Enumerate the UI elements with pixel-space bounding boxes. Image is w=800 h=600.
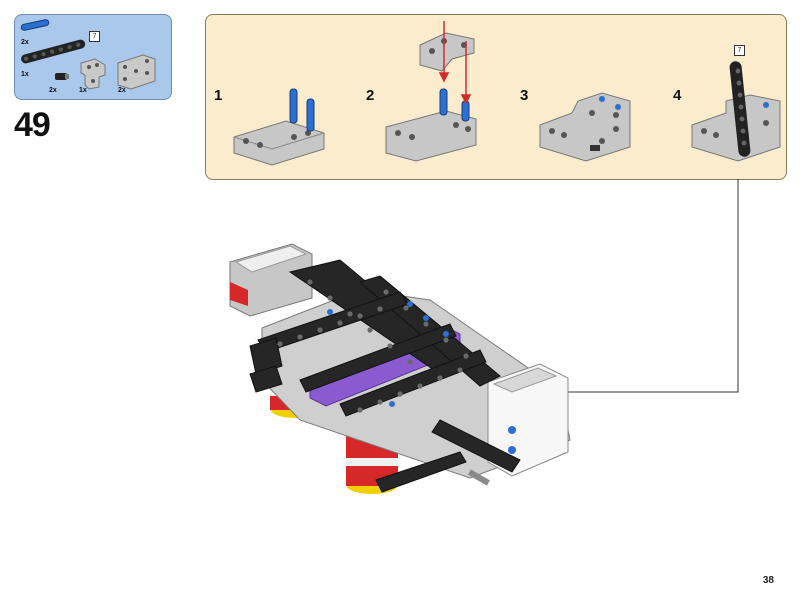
gray-t-beam-icon [80,58,106,90]
black-bush-icon [55,73,69,80]
part-qty: 2x [49,87,57,94]
part-length-badge: 7 [89,31,100,42]
substep-3-model [539,92,631,162]
substep-length-badge: 7 [734,45,745,56]
parts-list-panel: 2x 7 1x 2x 1x 2x [14,14,172,100]
black-beam-icon [21,39,86,64]
substep-illustrations [233,21,781,166]
substep-1-model [233,88,325,166]
blue-axle-pin-icon [20,19,50,31]
sensor-icon [487,363,569,477]
parts-illustrations [20,19,156,90]
subassembly-callout: 1 2 3 4 7 [205,14,787,180]
motor-icon [229,243,313,317]
part-qty: 1x [21,71,29,78]
part-qty: 2x [118,87,126,94]
substep-label: 3 [520,87,529,104]
step-number: 49 [14,106,51,144]
substep-2-model [385,21,477,162]
part-qty: 1x [79,87,87,94]
substep-4-model [691,61,781,162]
part-qty: 2x [21,39,29,46]
gray-h-frame-icon [117,54,156,90]
page-number: 38 [762,575,774,586]
substep-label: 2 [366,87,375,104]
substep-label: 4 [673,87,682,104]
assembly-arrow-icon [438,21,472,105]
substep-label: 1 [214,87,223,104]
